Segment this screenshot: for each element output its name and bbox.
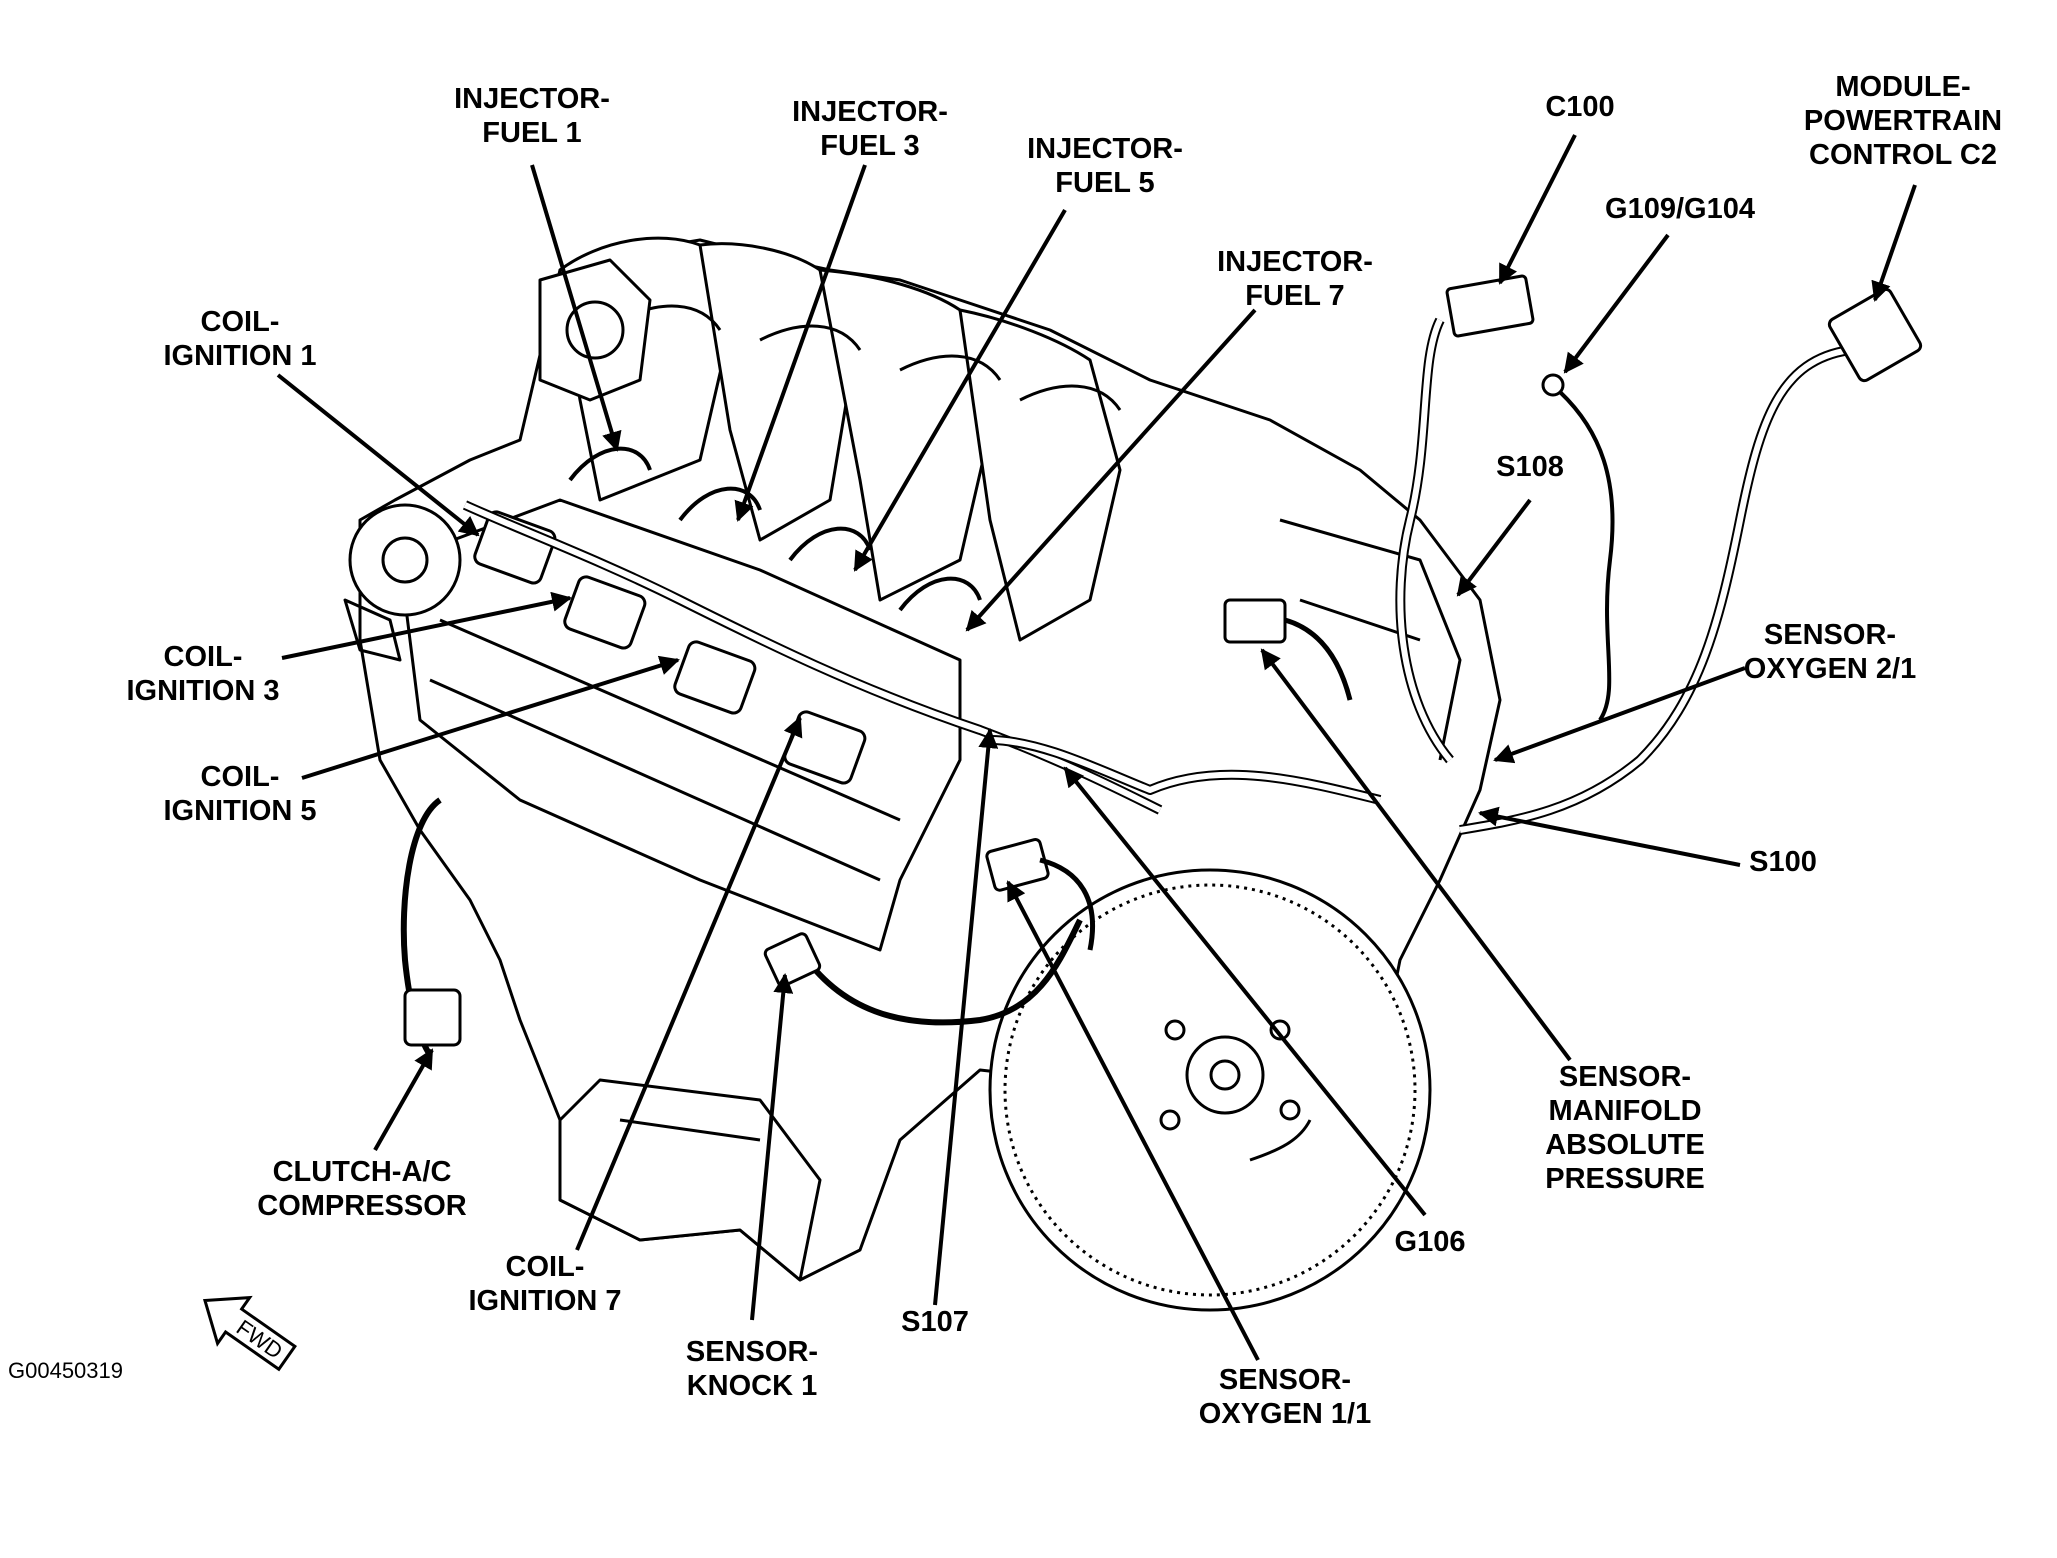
label-s107: S107: [901, 1306, 969, 1338]
leader-coil-ignition-5: [301, 655, 680, 780]
label-module-powertrain-control-c2: MODULE- POWERTRAIN CONTROL C2: [1803, 71, 2003, 171]
leader-c100: [1498, 134, 1577, 285]
label-s100: S100: [1749, 846, 1817, 878]
leader-coil-ignition-7: [575, 716, 803, 1251]
callout-leaders: [276, 134, 1917, 1361]
label-sensor-oxygen-2-1: SENSOR- OXYGEN 2/1: [1743, 619, 1917, 685]
leader-sensor-knock-1: [750, 973, 794, 1321]
fwd-arrow: FWD: [202, 1295, 297, 1372]
leader-sensor-map: [1260, 648, 1572, 1062]
label-coil-ignition-7: COIL- IGNITION 7: [468, 1251, 622, 1317]
label-sensor-knock-1: SENSOR- KNOCK 1: [685, 1336, 819, 1402]
label-s108: S108: [1496, 451, 1564, 483]
label-injector-fuel-7: INJECTOR- FUEL 7: [1217, 246, 1373, 312]
leader-coil-ignition-1: [276, 373, 480, 537]
leader-coil-ignition-3: [281, 591, 572, 660]
engine-block-drawing: [343, 236, 1923, 1312]
label-clutch-ac-compressor: CLUTCH-A/C COMPRESSOR: [257, 1156, 467, 1222]
leader-injector-fuel-7: [965, 308, 1257, 632]
label-coil-ignition-5: COIL- IGNITION 5: [163, 761, 317, 827]
label-g106: G106: [1394, 1226, 1466, 1258]
leader-injector-fuel-3: [734, 164, 867, 522]
label-coil-ignition-1: COIL- IGNITION 1: [163, 306, 317, 372]
label-injector-fuel-1: INJECTOR- FUEL 1: [454, 83, 610, 149]
label-sensor-oxygen-1-1: SENSOR- OXYGEN 1/1: [1198, 1364, 1372, 1430]
leader-injector-fuel-1: [530, 164, 622, 452]
leader-injector-fuel-5: [853, 208, 1067, 572]
figure-id: G00450319: [8, 1358, 123, 1383]
leader-sensor-oxygen-2-1: [1493, 666, 1746, 764]
label-c100: C100: [1545, 91, 1615, 123]
leader-s107: [933, 728, 999, 1306]
label-injector-fuel-5: INJECTOR- FUEL 5: [1027, 133, 1183, 199]
leader-s100: [1478, 806, 1741, 867]
label-sensor-manifold-absolute-pressure: SENSOR- MANIFOLD ABSOLUTE PRESSURE: [1545, 1061, 1705, 1195]
leader-clutch-ac: [373, 1048, 434, 1151]
leader-sensor-oxygen-1-1: [1006, 880, 1260, 1361]
leader-g109-g104: [1563, 233, 1670, 374]
leader-g106: [1063, 766, 1427, 1217]
label-injector-fuel-3: INJECTOR- FUEL 3: [792, 96, 948, 162]
leader-pcm-c2: [1871, 184, 1917, 302]
label-coil-ignition-3: COIL- IGNITION 3: [126, 641, 280, 707]
leader-s108: [1456, 498, 1532, 597]
label-g109-g104: G109/G104: [1605, 193, 1755, 225]
